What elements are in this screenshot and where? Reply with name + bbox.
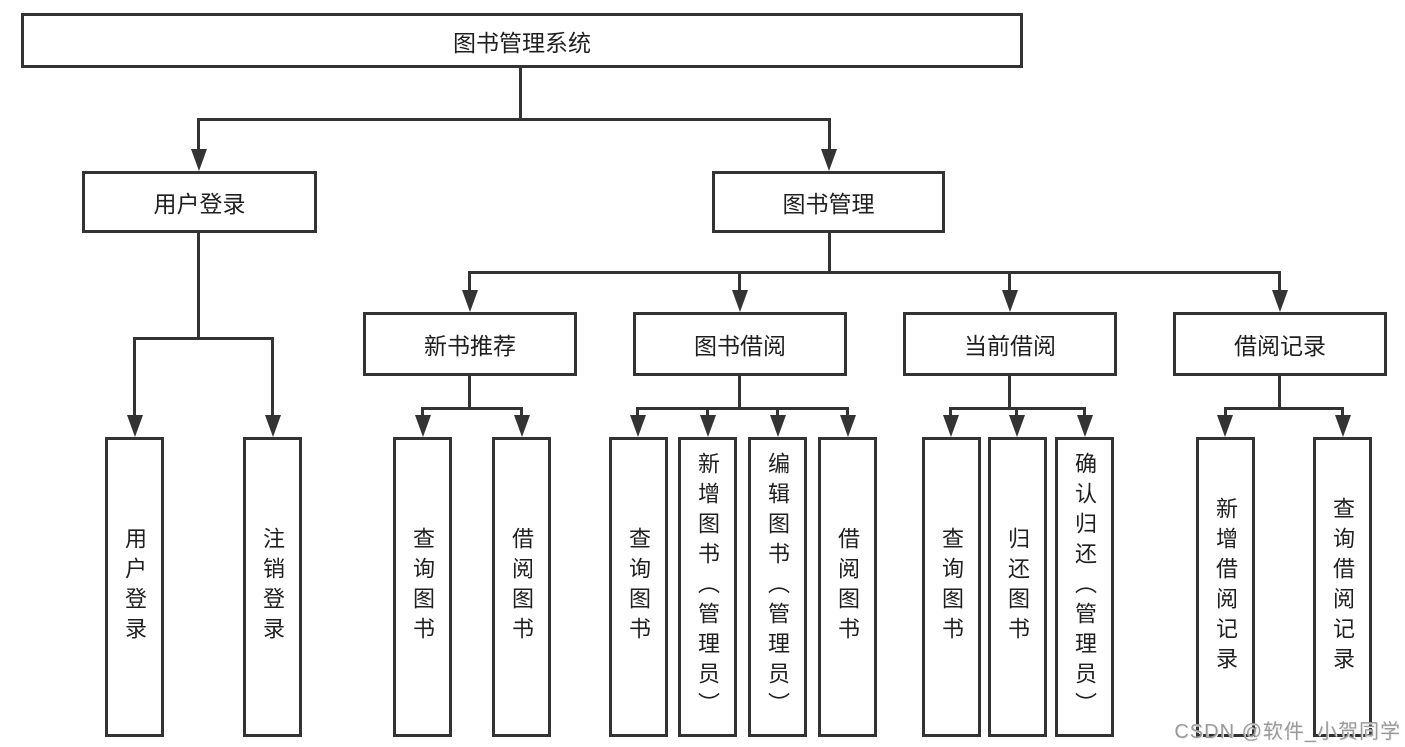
arrow-down-icon <box>840 415 856 437</box>
connector-line <box>133 337 274 340</box>
connector-line <box>133 337 136 418</box>
connector-line <box>706 407 709 419</box>
leaf-add-book-admin: 新增图书（管理员） <box>678 437 737 737</box>
connector-line <box>468 376 471 407</box>
connector-line <box>776 407 779 419</box>
connector-line <box>1083 407 1086 419</box>
leaf-logout: 注销登录 <box>243 437 302 737</box>
node-user-login: 用户登录 <box>82 171 317 233</box>
connector-line <box>1008 271 1011 293</box>
leaf-query-books-borrow: 查询图书 <box>609 437 668 737</box>
node-borrow-records: 借阅记录 <box>1173 312 1387 376</box>
arrow-down-icon <box>1335 415 1351 437</box>
leaf-return-book: 归还图书 <box>988 437 1047 737</box>
leaf-edit-book-admin: 编辑图书（管理员） <box>748 437 807 737</box>
arrow-down-icon <box>821 149 837 171</box>
arrow-down-icon <box>1009 415 1025 437</box>
connector-line <box>1341 407 1344 419</box>
leaf-confirm-return-admin: 确认归还（管理员） <box>1055 437 1114 737</box>
arrow-down-icon <box>700 415 716 437</box>
arrow-down-icon <box>514 415 530 437</box>
leaf-query-books-recommend: 查询图书 <box>393 437 452 737</box>
connector-line <box>1278 376 1281 407</box>
connector-line <box>271 337 274 418</box>
arrow-down-icon <box>1002 290 1018 312</box>
connector-line <box>1015 407 1018 419</box>
leaf-add-borrow-record: 新增借阅记录 <box>1196 437 1255 737</box>
arrow-down-icon <box>1272 290 1288 312</box>
connector-line <box>1224 407 1344 410</box>
connector-line <box>738 376 741 407</box>
watermark: CSDN @软件_小贺同学 <box>1174 721 1401 743</box>
arrow-down-icon <box>770 415 786 437</box>
connector-line <box>197 118 200 152</box>
arrow-down-icon <box>1077 415 1093 437</box>
connector-line <box>468 271 1281 274</box>
connector-line <box>738 271 741 293</box>
arrow-down-icon <box>1217 415 1233 437</box>
connector-line <box>197 233 200 337</box>
connector-line <box>828 118 831 152</box>
arrow-down-icon <box>630 415 646 437</box>
arrow-down-icon <box>127 415 143 437</box>
connector-line <box>468 271 471 293</box>
connector-line <box>636 407 639 419</box>
arrow-down-icon <box>943 415 959 437</box>
arrow-down-icon <box>462 290 478 312</box>
connector-line <box>1224 407 1227 419</box>
node-system-root: 图书管理系统 <box>21 13 1023 68</box>
connector-line <box>949 407 952 419</box>
node-current-borrow: 当前借阅 <box>903 312 1117 376</box>
arrow-down-icon <box>191 149 207 171</box>
arrow-down-icon <box>265 415 281 437</box>
leaf-borrow-books-recommend: 借阅图书 <box>492 437 551 737</box>
connector-line <box>198 118 831 121</box>
leaf-borrow-books-borrow: 借阅图书 <box>818 437 877 737</box>
connector-line <box>421 407 523 410</box>
connector-line <box>636 407 849 410</box>
connector-line <box>1008 376 1011 407</box>
leaf-user-login: 用户登录 <box>105 437 164 737</box>
node-book-borrow: 图书借阅 <box>633 312 847 376</box>
arrow-down-icon <box>732 290 748 312</box>
connector-line <box>421 407 424 419</box>
connector-line <box>520 407 523 419</box>
node-book-management: 图书管理 <box>712 171 945 233</box>
connector-line <box>519 68 522 118</box>
leaf-query-borrow-record: 查询借阅记录 <box>1313 437 1372 737</box>
leaf-query-books-current: 查询图书 <box>922 437 981 737</box>
connector-line <box>1278 271 1281 293</box>
connector-line <box>846 407 849 419</box>
node-new-book-recommend: 新书推荐 <box>363 312 577 376</box>
arrow-down-icon <box>415 415 431 437</box>
connector-line <box>828 233 831 271</box>
